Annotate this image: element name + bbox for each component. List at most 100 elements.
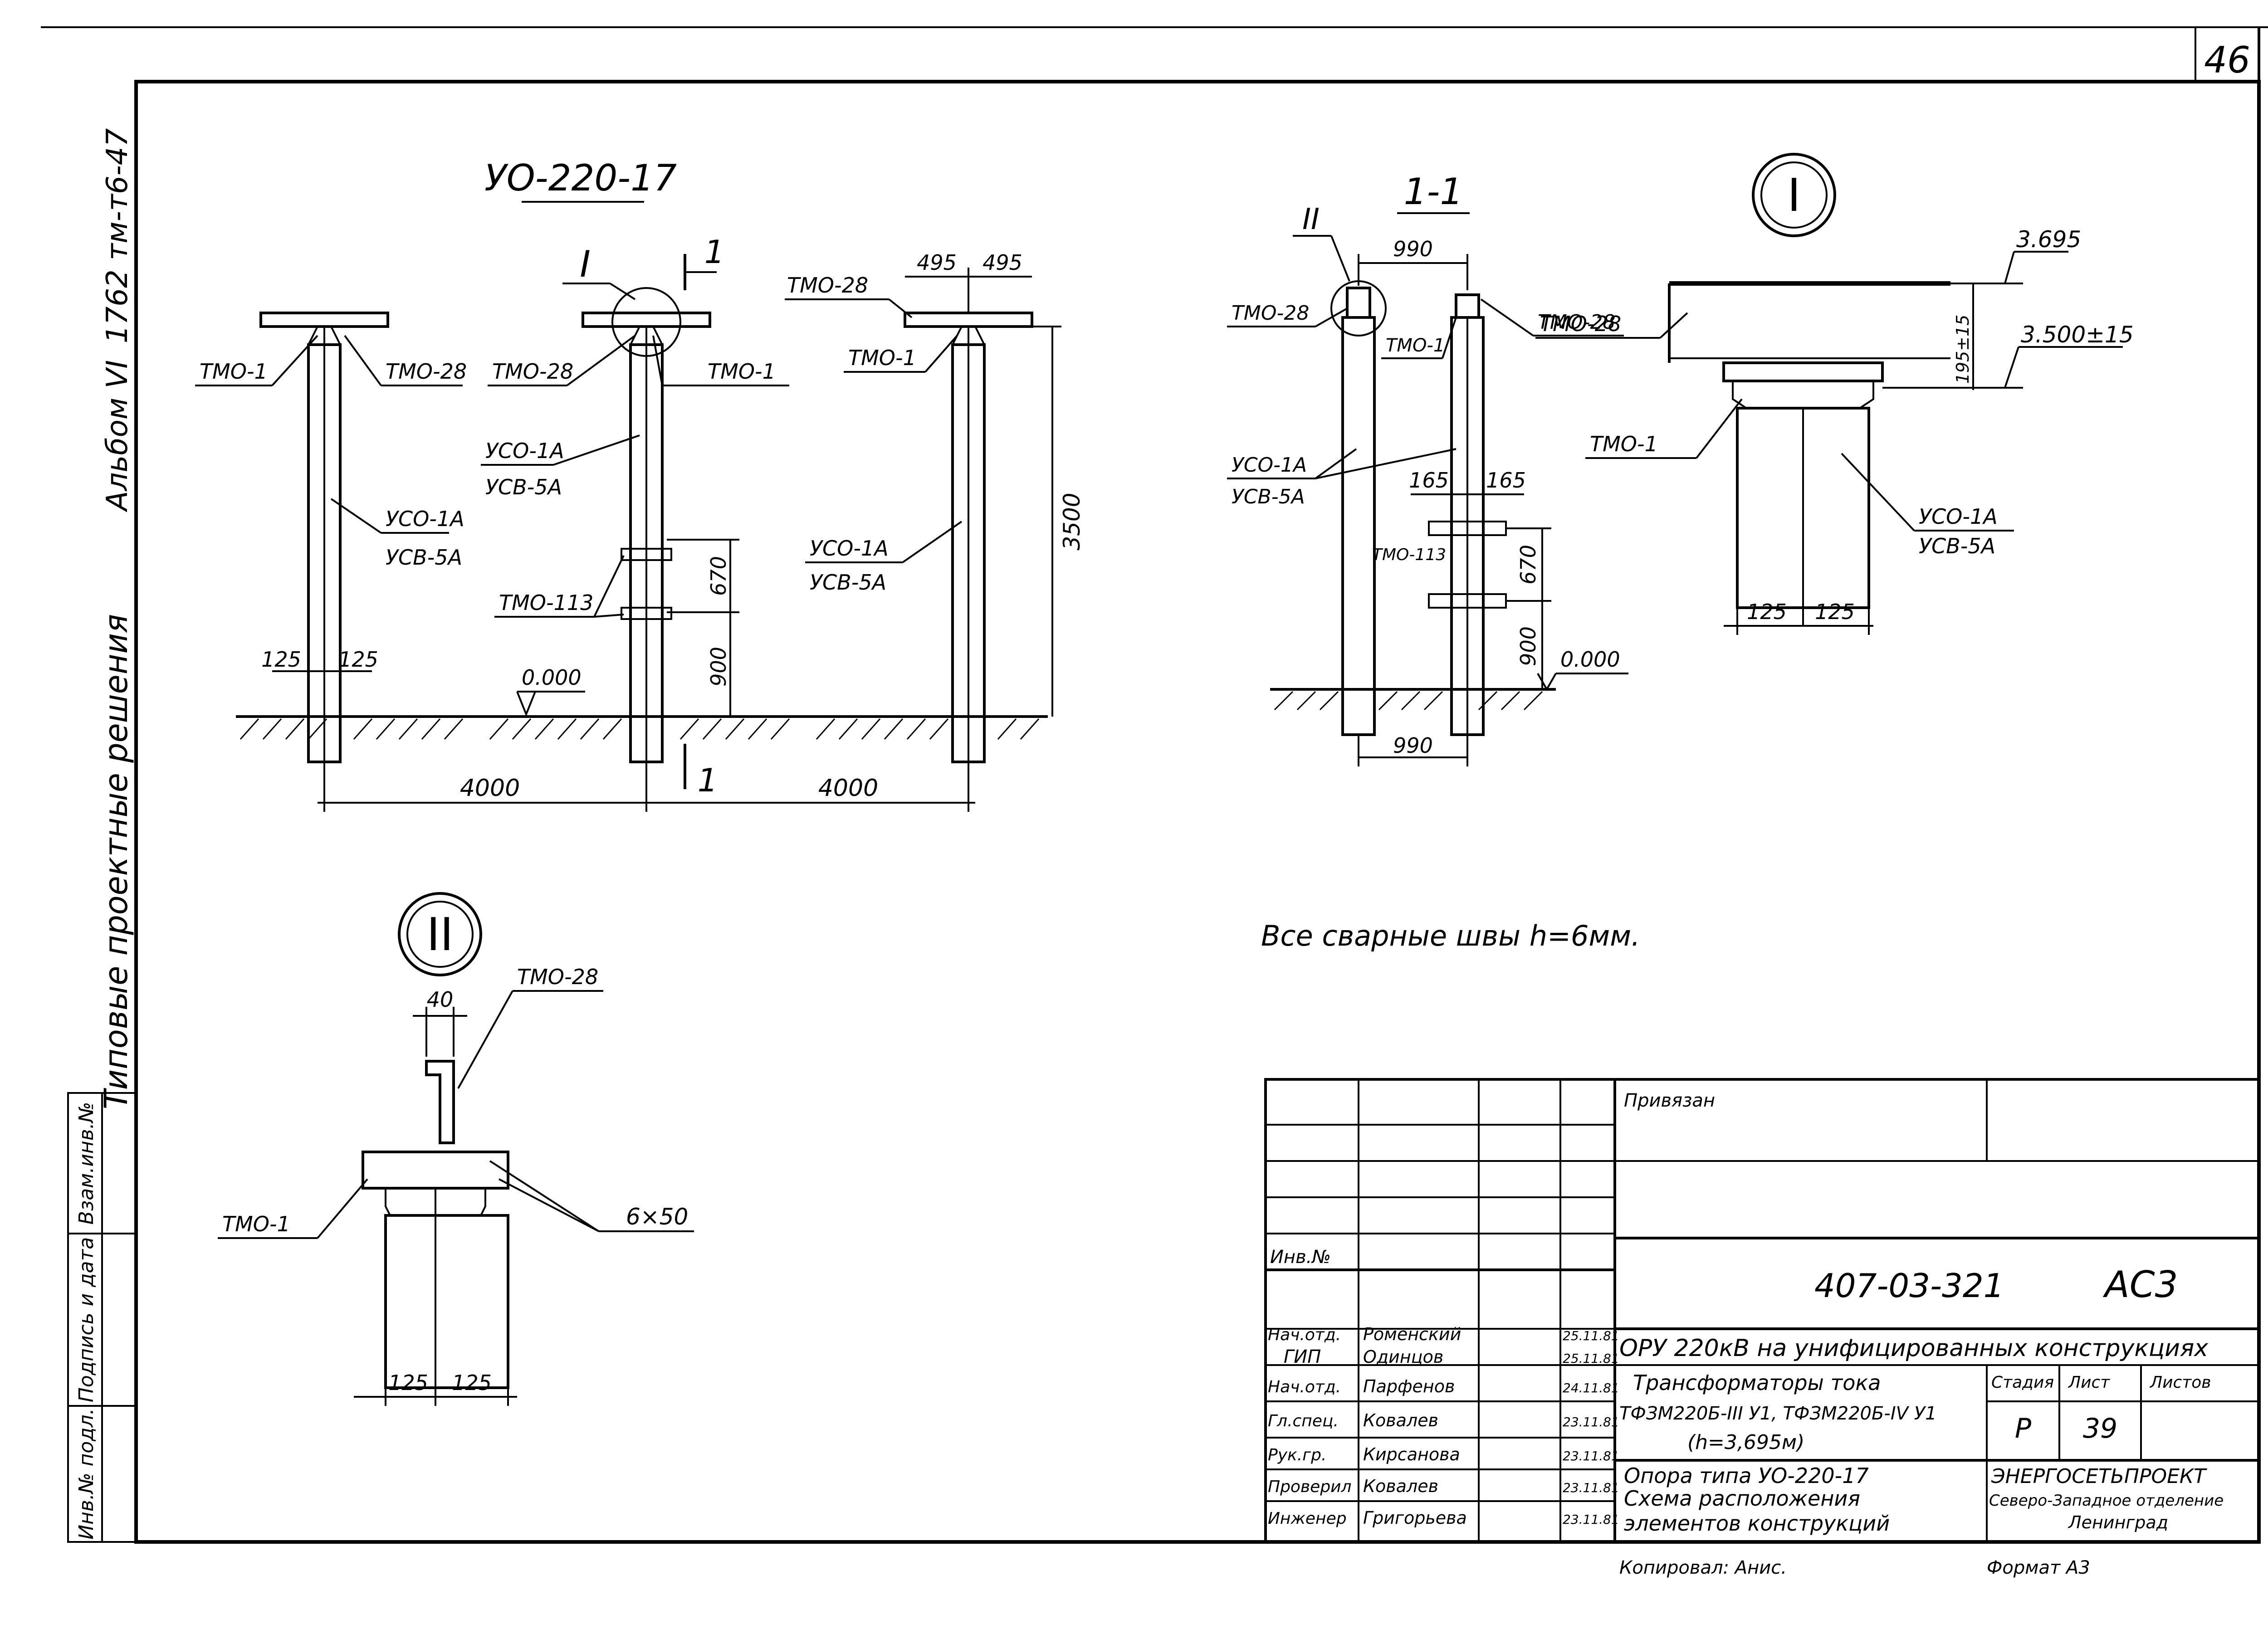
- weld-note: Все сварные швы h=6мм.: [1261, 919, 1640, 952]
- sig-role-1: Нач.отд.: [1268, 1326, 1341, 1344]
- sig-date-5: 23.11.81: [1563, 1449, 1619, 1463]
- sec-label-tmo113: ТМО-113: [1372, 546, 1446, 564]
- signature-rows: Нач.отд. Роменский 25.11.81 ГИП Одинцов …: [1268, 1324, 1619, 1528]
- label-usv5a-mid: УСВ-5А: [485, 475, 562, 499]
- node-II-ref: II: [427, 908, 454, 961]
- dim-990-bottom: 990: [1393, 733, 1433, 758]
- node-I-ref: I: [1787, 169, 1801, 222]
- dim-4000a: 4000: [460, 775, 520, 802]
- main-view: УО-220-17: [195, 157, 1085, 812]
- sig-role-5: Рук.гр.: [1268, 1446, 1326, 1464]
- dim-990-top: 990: [1393, 237, 1433, 261]
- tb-org-1: ЭНЕРГОСЕТЬПРОЕКТ: [1991, 1465, 2207, 1488]
- sec-label-tmo28-left: ТМО-28: [1232, 302, 1309, 325]
- pole-left: [259, 312, 389, 763]
- node-I-level-mid: 3.500±15: [2021, 322, 2134, 348]
- node-I-dim-195: 195±15: [1953, 315, 1973, 384]
- sec-label-usv5a: УСВ-5А: [1232, 485, 1305, 508]
- tb-drawing-2: Схема расположения: [1624, 1486, 1860, 1511]
- node-II: II 40 ТМО-28 ТМО-1 6×50 125 125: [218, 892, 694, 1406]
- sig-name-6: Ковалев: [1363, 1476, 1438, 1496]
- dim-165a: 165: [1409, 468, 1449, 493]
- tb-format: Формат А3: [1987, 1557, 2090, 1578]
- main-view-title: УО-220-17: [484, 157, 677, 199]
- label-uso1a-right: УСО-1А: [810, 536, 889, 561]
- tb-stage: Р: [2015, 1413, 2032, 1444]
- node-II-label-tmo1: ТМО-1: [222, 1212, 290, 1236]
- node-I-label-tmo1: ТМО-1: [1590, 432, 1658, 456]
- node-I-label-uso1a: УСО-1А: [1919, 504, 1998, 529]
- node-I-dim-125b: 125: [1815, 600, 1855, 624]
- node-I-label-usv5a: УСВ-5А: [1919, 534, 1995, 558]
- sec-label-uso1a: УСО-1А: [1232, 454, 1307, 477]
- main-section-ref-bottom: 1: [698, 762, 718, 799]
- side-stamp-1: Взам.инв.№: [75, 1102, 98, 1225]
- sig-role-6: Проверил: [1268, 1478, 1352, 1496]
- dim-165b: 165: [1486, 468, 1526, 493]
- sig-name-4: Ковалев: [1363, 1410, 1438, 1430]
- tb-mark: АС3: [2102, 1263, 2178, 1306]
- dim-125b-main: 125: [338, 647, 378, 672]
- tb-drawing-1: Опора типа УО-220-17: [1624, 1463, 1869, 1488]
- tb-subject-2: ТФЗМ220Б-III У1, ТФЗМ220Б-IV У1: [1619, 1403, 1937, 1424]
- sig-name-5: Кирсанова: [1363, 1444, 1460, 1464]
- label-tmo113: ТМО-113: [499, 590, 593, 615]
- section-pole-left: [1330, 280, 1387, 736]
- tb-sheet-header: Лист: [2068, 1373, 2110, 1392]
- sig-role-2: ГИП: [1284, 1346, 1321, 1367]
- tb-doc-code: 407-03-321: [1814, 1267, 2004, 1305]
- tb-org-3: Ленинград: [2068, 1512, 2168, 1532]
- node-I: I 3.695 3.500±15 195±15 ТМО-28 ТМО-1 УСО…: [1535, 153, 2134, 635]
- sheet-frame: [41, 26, 2268, 1544]
- ground-hatch: [240, 718, 1040, 740]
- title-block: [1264, 1078, 2260, 1543]
- tb-bound: Привязан: [1624, 1090, 1715, 1111]
- node-II-label-weld: 6×50: [626, 1204, 688, 1230]
- dim-3500: 3500: [1059, 493, 1085, 550]
- sig-name-3: Парфенов: [1363, 1376, 1455, 1396]
- sig-date-3: 24.11.81: [1563, 1380, 1619, 1395]
- tb-org-2: Северо-Западное отделение: [1989, 1492, 2224, 1510]
- sig-name-7: Григорьева: [1363, 1508, 1467, 1528]
- page-number: 46: [2204, 39, 2250, 81]
- sig-date-7: 23.11.81: [1563, 1512, 1619, 1527]
- album-name: Альбом VI: [101, 360, 134, 512]
- sec-label-tmo28-right: ТМО-28: [1538, 311, 1615, 334]
- label-usv5a-right: УСВ-5А: [810, 570, 886, 595]
- tb-sheet-no: 39: [2083, 1413, 2117, 1444]
- sec-label-tmo1: ТМО-1: [1386, 335, 1445, 356]
- dim-900-main: 900: [706, 647, 731, 687]
- label-tmo1-left: ТМО-1: [200, 359, 268, 384]
- label-tmo28-left: ТМО-28: [386, 359, 467, 384]
- tb-subject-3: (h=3,695м): [1687, 1431, 1804, 1454]
- sig-date-2: 25.11.81: [1563, 1351, 1619, 1366]
- tb-drawing-3: элементов конструкций: [1624, 1511, 1890, 1536]
- sig-date-6: 23.11.81: [1563, 1480, 1619, 1495]
- album-code: 1762 тм-т6-47: [101, 128, 134, 344]
- node-II-dim-40: 40: [427, 987, 454, 1012]
- sig-role-3: Нач.отд.: [1268, 1378, 1341, 1396]
- label-uso1a-left: УСО-1А: [386, 507, 464, 531]
- node-II-label-tmo28: ТМО-28: [517, 965, 598, 989]
- tb-stage-header: Стадия: [1991, 1373, 2054, 1392]
- node-I-label-tmo28: ТМО-28: [1540, 312, 1621, 336]
- node-II-dim-125a: 125: [388, 1371, 428, 1395]
- sig-date-4: 23.11.81: [1563, 1415, 1619, 1429]
- sig-role-7: Инженер: [1268, 1509, 1347, 1528]
- dim-4000b: 4000: [818, 775, 878, 802]
- node-I-dim-125a: 125: [1747, 600, 1787, 624]
- dim-495a: 495: [917, 250, 957, 275]
- sig-name-1: Роменский: [1363, 1324, 1461, 1344]
- label-tmo1-right: ТМО-1: [848, 346, 916, 370]
- section-view: 1-1 II 990 ТМО-28 ТМО-1 ТМО-28: [1227, 171, 1628, 766]
- dim-670-section: 670: [1516, 545, 1540, 585]
- node-I-level-top: 3.695: [2016, 226, 2081, 253]
- label-level-main: 0.000: [522, 665, 582, 690]
- tb-subject-1: Трансформаторы тока: [1633, 1371, 1881, 1395]
- main-node-ref: I: [580, 243, 591, 285]
- main-section-ref-top: 1: [704, 234, 725, 271]
- label-tmo28-right: ТМО-28: [787, 273, 868, 298]
- dim-670-main: 670: [706, 556, 731, 596]
- tb-sheets-header: Листов: [2149, 1373, 2211, 1392]
